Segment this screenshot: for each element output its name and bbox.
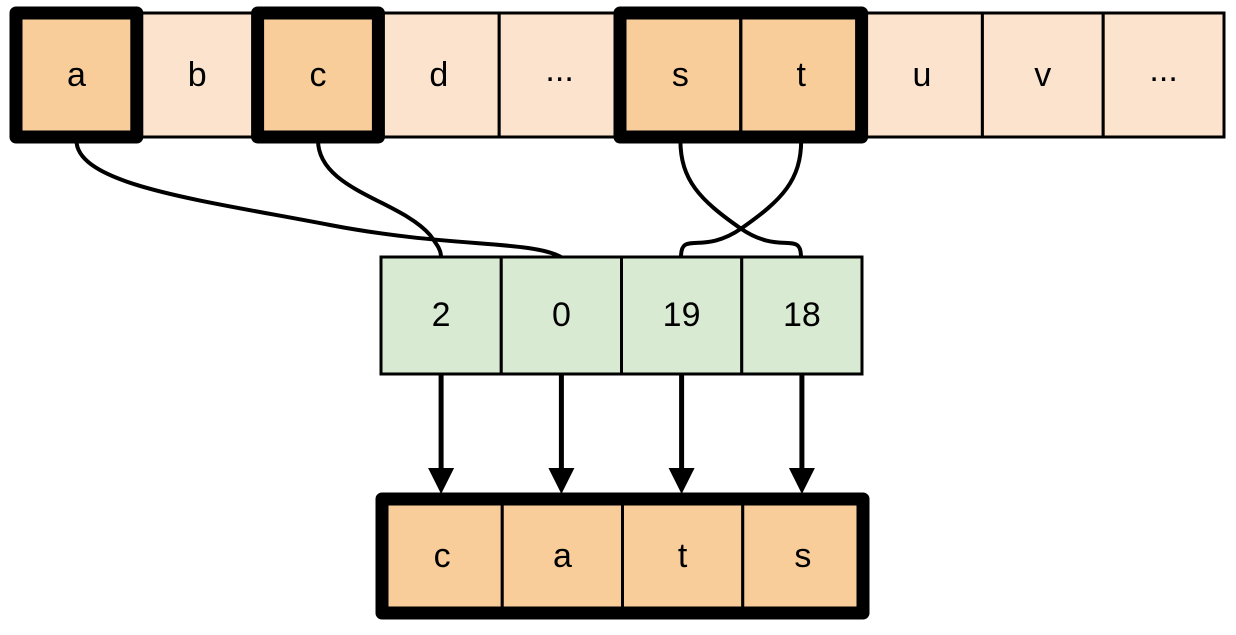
arrow-head-1 bbox=[548, 468, 575, 494]
connector-t-to-19 bbox=[679, 139, 804, 258]
connector-c-to-2 bbox=[316, 139, 443, 258]
output-selection-frame bbox=[375, 492, 870, 620]
alphabet-cell-4-bg[interactable] bbox=[497, 11, 622, 139]
alphabet-selection-frame-c bbox=[251, 6, 385, 144]
alphabet-selection-frame-st bbox=[613, 6, 869, 144]
alphabet-cell-7-label: u bbox=[913, 56, 932, 94]
output-cell-1-label: a bbox=[553, 537, 572, 575]
index-cell-3-value: 18 bbox=[783, 296, 821, 334]
alphabet-cell-1-bg[interactable] bbox=[135, 11, 260, 139]
arrow-head-0 bbox=[428, 468, 455, 494]
index-cell-1-value: 0 bbox=[552, 296, 571, 334]
output-cell-2-label: t bbox=[678, 537, 688, 575]
arrow-head-3 bbox=[788, 468, 815, 494]
arrow-head-2 bbox=[668, 468, 695, 494]
alphabet-selection-frame-a bbox=[9, 6, 144, 144]
connector-a-to-0 bbox=[74, 139, 562, 259]
index-cell-1-bg[interactable] bbox=[499, 255, 623, 376]
output-row: c a t s bbox=[375, 492, 870, 620]
output-cell-0-label: c bbox=[434, 537, 451, 575]
alphabet-cell-8-bg[interactable] bbox=[980, 11, 1105, 139]
connector-s-to-18 bbox=[678, 139, 803, 258]
alphabet-cell-6-label: t bbox=[796, 56, 806, 94]
alphabet-cell-1-label: b bbox=[188, 56, 207, 94]
output-cell-3-label: s bbox=[794, 537, 811, 575]
alphabet-row: a b c d ... s t u v ... bbox=[9, 6, 1226, 144]
alphabet-cell-8-label: v bbox=[1034, 56, 1051, 94]
index-row: 2 0 19 18 bbox=[379, 255, 864, 376]
alphabet-cell-2-label: c bbox=[310, 56, 327, 94]
alphabet-cell-9-bg[interactable] bbox=[1101, 11, 1226, 139]
index-cell-0-value: 2 bbox=[432, 296, 451, 334]
alphabet-cell-5-label: s bbox=[672, 56, 689, 94]
letter-to-index-connectors bbox=[74, 139, 804, 259]
alphabet-cell-9-label: ... bbox=[1149, 51, 1177, 89]
index-cell-3-bg[interactable] bbox=[740, 255, 864, 376]
alphabet-cell-0-label: a bbox=[67, 56, 86, 94]
index-cell-2-bg[interactable] bbox=[620, 255, 744, 376]
alphabet-cell-4-label: ... bbox=[545, 51, 573, 89]
index-cell-2-value: 19 bbox=[663, 296, 701, 334]
index-to-output-arrows bbox=[428, 374, 815, 494]
alphabet-cell-3-label: d bbox=[429, 56, 448, 94]
